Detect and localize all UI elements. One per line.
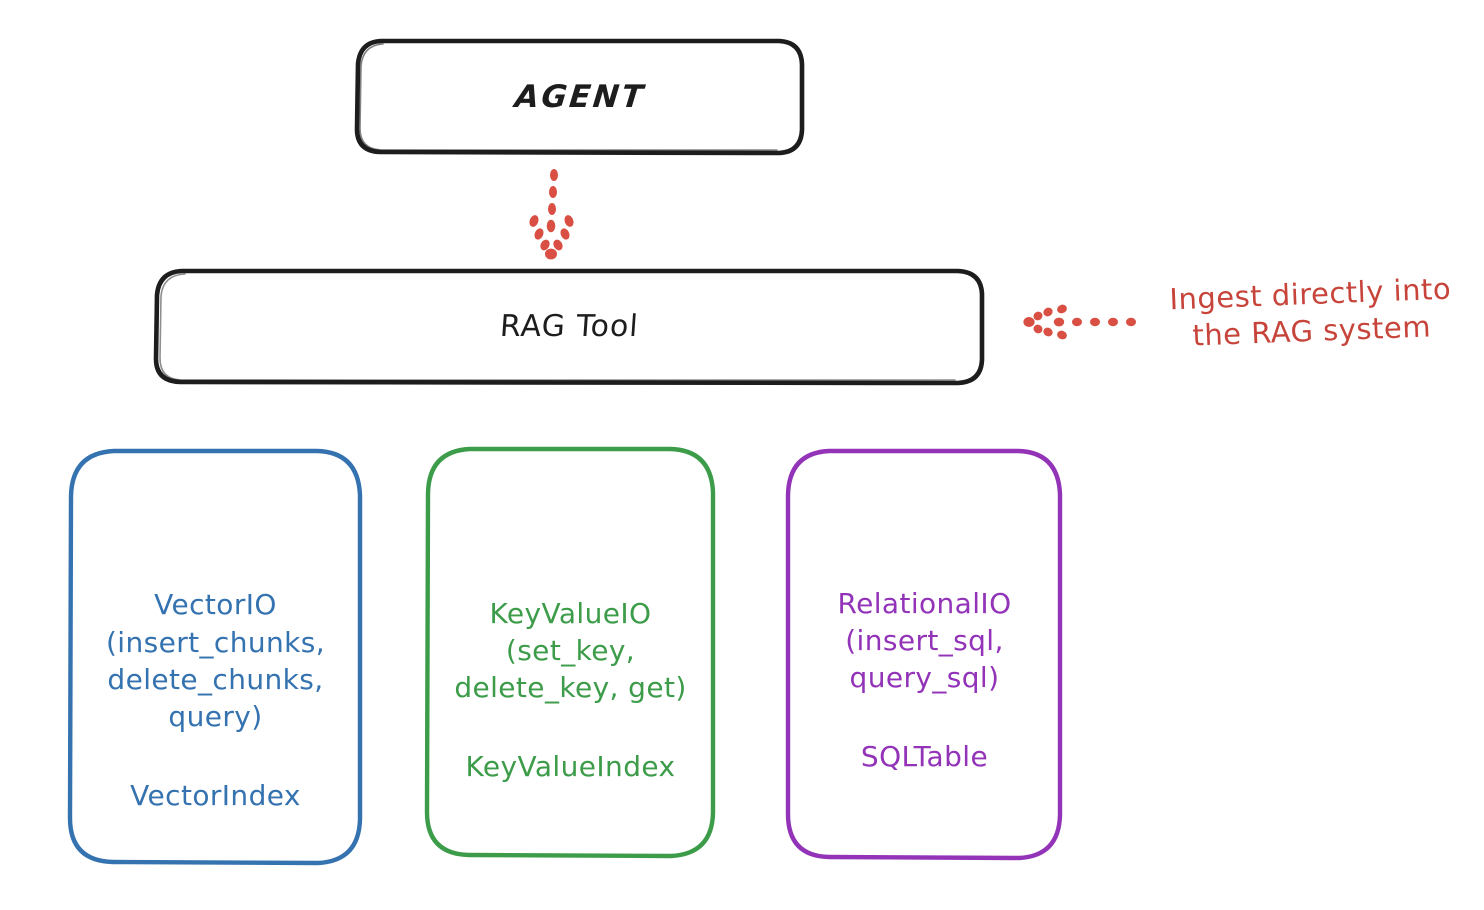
rag-tool-label: RAG Tool [498,309,641,344]
agent-box[interactable]: AGENT [357,40,803,153]
vector-io-box-shape [67,448,363,866]
ingest-annotation-label: Ingest directly into the RAG system [1168,271,1452,353]
vector-io-api-label: VectorIO (insert_chunks, delete_chunks, … [105,588,326,734]
key-value-io-box-shape [424,446,716,859]
relational-io-api-label: RelationalIO (insert_sql, query_sql) [837,586,1012,694]
connector-agent-to-rag-tool-icon [529,169,574,260]
rag-tool-box[interactable]: RAG Tool [156,270,983,383]
key-value-io-api-label: KeyValueIO (set_key, delete_key, get) [454,596,687,704]
rag-tool-box-shape [153,268,985,386]
key-value-io-box[interactable]: KeyValueIO (set_key, delete_key, get) Ke… [427,448,714,856]
agent-label: AGENT [512,78,647,115]
vector-io-box[interactable]: VectorIO (insert_chunks, delete_chunks, … [70,450,361,863]
relational-io-box[interactable]: RelationalIO (insert_sql, query_sql) SQL… [788,450,1061,858]
key-value-io-index-label: KeyValueIndex [465,750,676,784]
vector-io-index-label: VectorIndex [130,779,301,813]
relational-io-index-label: SQLTable [860,740,989,774]
connector-ingest-to-rag-tool-icon [1023,304,1136,340]
relational-io-box-shape [785,448,1063,861]
agent-box-shape [354,38,805,156]
